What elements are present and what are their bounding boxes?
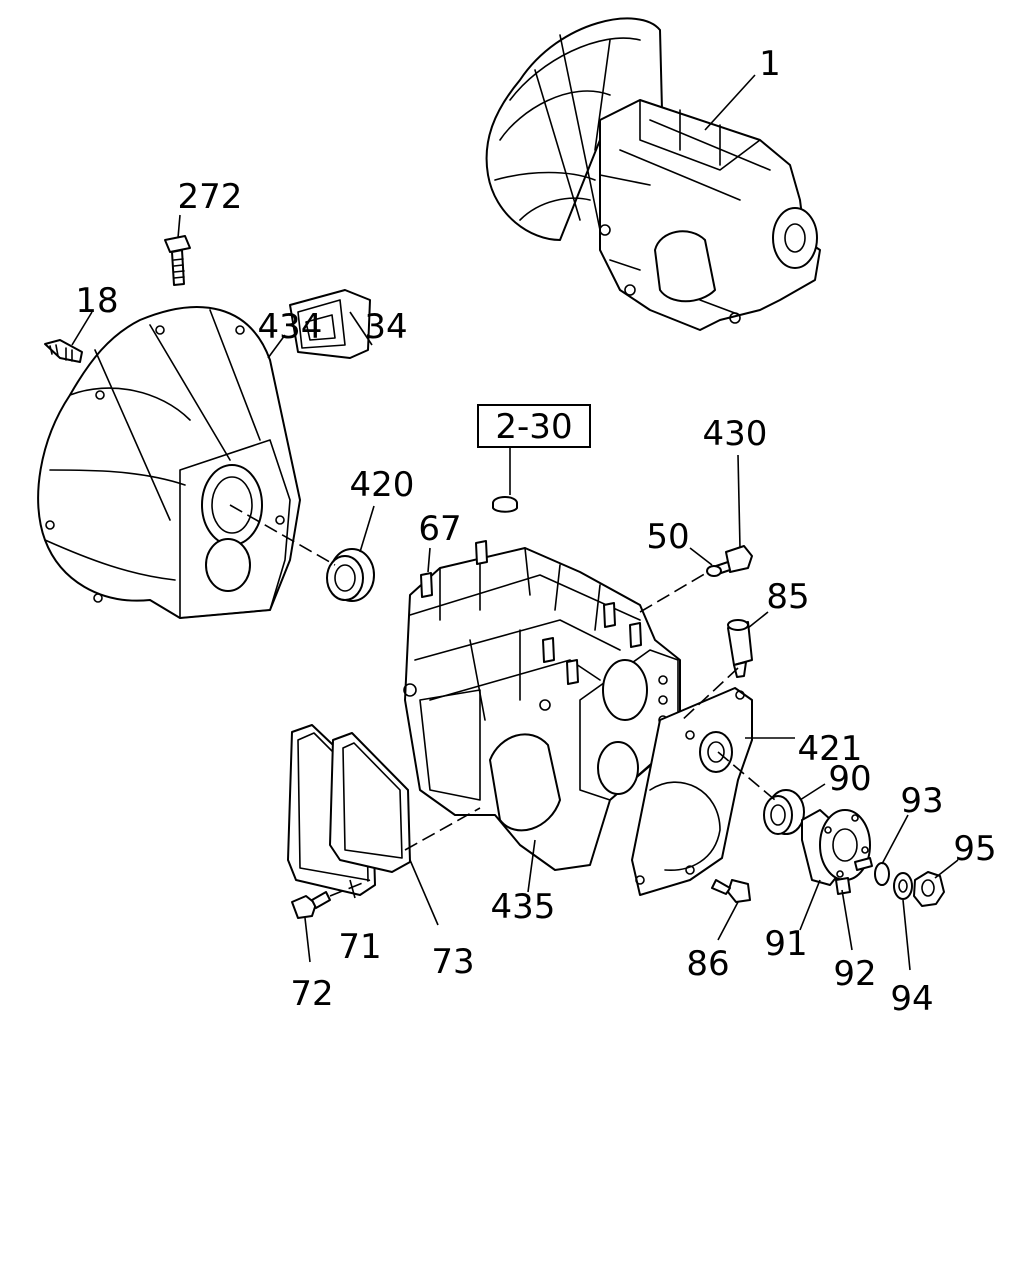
bearing-90 — [763, 789, 805, 835]
stud-92 — [835, 857, 873, 895]
bolt-272 — [164, 235, 191, 286]
callout-67: 67 — [418, 509, 461, 549]
callout-272: 272 — [178, 177, 243, 217]
callout-421: 421 — [798, 729, 863, 769]
callout-434: 434 — [258, 307, 323, 347]
callout-86: 86 — [686, 944, 729, 984]
transmission-case-435 — [403, 547, 681, 871]
callout-85: 85 — [766, 577, 809, 617]
gasket-73 — [329, 732, 411, 873]
callout-430: 430 — [703, 414, 768, 454]
bolt-430 — [715, 545, 753, 575]
callout-18: 18 — [75, 281, 118, 321]
reference-box-label: 2-30 — [495, 407, 572, 447]
callout-92: 92 — [833, 954, 876, 994]
callout-95: 95 — [953, 829, 996, 869]
o-ring-93 — [874, 862, 890, 886]
callout-1: 1 — [759, 44, 781, 84]
boot-34 — [289, 289, 371, 359]
callout-90: 90 — [828, 759, 871, 799]
studs-67 — [420, 540, 642, 685]
washer-94 — [893, 872, 913, 900]
extension-housing-421 — [631, 687, 753, 896]
bolt-72 — [291, 891, 331, 919]
washer-50 — [706, 565, 722, 577]
reference-box — [477, 404, 591, 448]
callout-91: 91 — [764, 924, 807, 964]
bolt-86 — [711, 879, 751, 903]
clutch-housing-434 — [37, 306, 301, 619]
flange-91 — [801, 809, 871, 886]
callout-34: 34 — [364, 307, 407, 347]
plug-2-30 — [492, 496, 518, 513]
callout-94: 94 — [890, 979, 933, 1019]
switch-85 — [727, 619, 753, 678]
callout-72: 72 — [290, 974, 333, 1014]
nut-95 — [913, 871, 945, 907]
transmission-assembly — [485, 17, 821, 331]
oil-seal-420 — [326, 548, 375, 602]
callout-73: 73 — [431, 942, 474, 982]
callout-93: 93 — [900, 781, 943, 821]
callout-435: 435 — [491, 887, 556, 927]
callout-50: 50 — [646, 517, 689, 557]
callout-420: 420 — [350, 465, 415, 505]
stud-18 — [44, 339, 83, 363]
callout-71: 71 — [338, 927, 381, 967]
